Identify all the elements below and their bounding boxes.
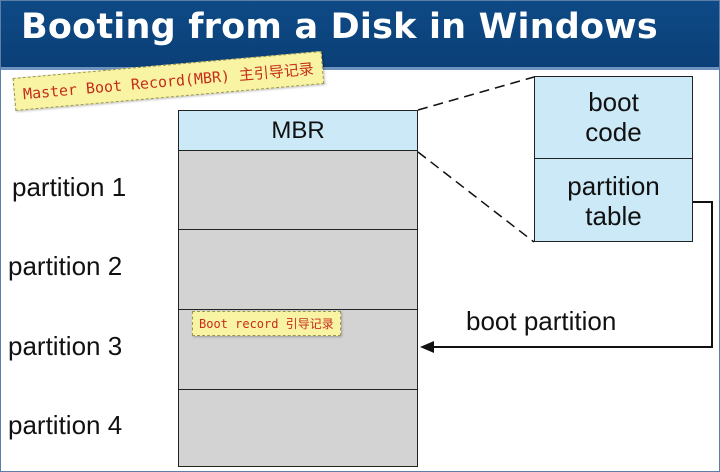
boot-record-annotation-note: Boot record 引导记录 (192, 311, 341, 336)
partition-2-block (179, 230, 417, 310)
boot-code-line-1: boot (588, 87, 639, 117)
mbr-detail-box: boot code partition table (534, 76, 693, 242)
title-bar: Booting from a Disk in Windows (1, 1, 719, 70)
slide-title: Booting from a Disk in Windows (21, 7, 658, 47)
partition-table-cell: partition table (535, 159, 692, 241)
mbr-detail-dashed-top (417, 76, 535, 111)
disk-layout: MBR (178, 110, 418, 467)
partition-table-line-2: table (585, 201, 642, 231)
partition-3-label: partition 3 (8, 331, 123, 361)
partition-1-block (179, 151, 417, 230)
partition-2-label: partition 2 (8, 251, 123, 281)
partition-4-label: partition 4 (8, 410, 123, 440)
boot-partition-arrow-line (432, 201, 713, 348)
boot-partition-arrowhead (420, 341, 434, 353)
boot-partition-label: boot partition (466, 306, 617, 336)
partition-4-block (179, 390, 417, 466)
mbr-block: MBR (179, 111, 417, 151)
partition-3-block (179, 310, 417, 390)
mbr-detail-dashed-bottom (417, 151, 535, 243)
boot-code-line-2: code (585, 117, 642, 147)
boot-code-cell: boot code (535, 77, 692, 159)
partition-1-label: partition 1 (12, 172, 127, 202)
partition-table-line-1: partition (567, 171, 660, 201)
